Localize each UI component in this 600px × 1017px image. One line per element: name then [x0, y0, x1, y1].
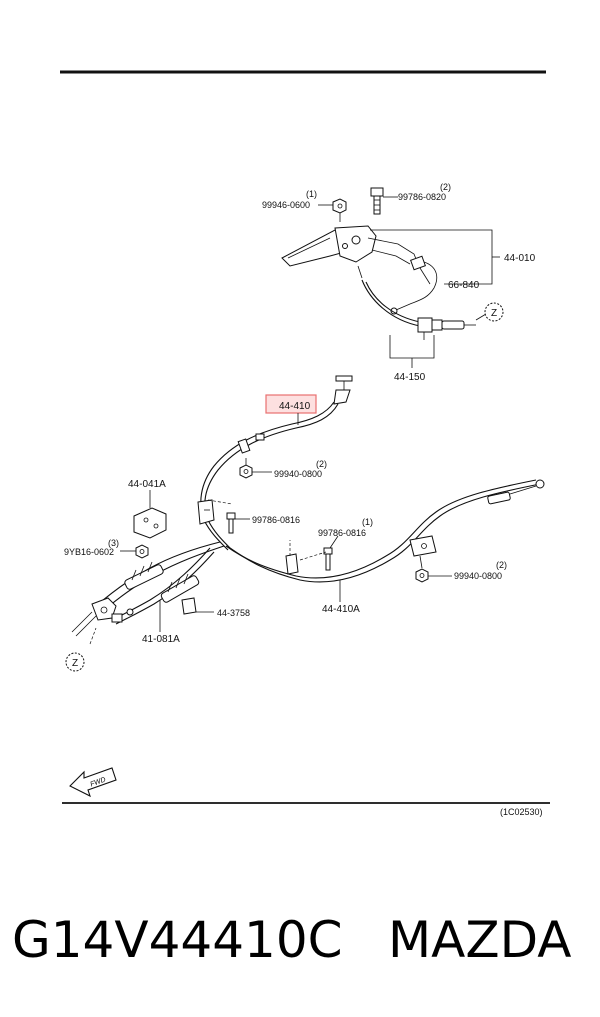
front-cable-44-410 [200, 375, 353, 551]
zone-z-marker-top: Z [484, 302, 504, 322]
leaders-lower [159, 535, 452, 632]
part-number: G14V44410C [12, 911, 343, 969]
svg-text:44-010: 44-010 [504, 253, 536, 264]
nut-9yb16 [120, 544, 149, 559]
svg-text:(2): (2) [496, 560, 507, 570]
brand-name: MAZDA [388, 911, 571, 969]
highlight-44-410: 44-410 [265, 394, 317, 425]
brake-lever-assembly [281, 187, 476, 340]
nut-99940-upper [239, 458, 272, 479]
svg-text:44-041A: 44-041A [128, 479, 166, 490]
svg-text:44-410: 44-410 [279, 401, 311, 412]
svg-text:44-3758: 44-3758 [217, 608, 250, 618]
leaders-top [318, 196, 500, 368]
svg-text:41-081A: 41-081A [142, 634, 180, 645]
dashed-guides [89, 499, 327, 645]
part-labels: (1) 99946-0600 (2) 99786-0820 44-010 66-… [64, 182, 536, 645]
svg-text:99786-0820: 99786-0820 [398, 192, 446, 202]
svg-text:(3): (3) [108, 538, 119, 548]
svg-text:Z: Z [72, 658, 78, 669]
svg-text:99786-0816: 99786-0816 [252, 515, 300, 525]
svg-text:(1): (1) [362, 517, 373, 527]
svg-text:99940-0800: 99940-0800 [454, 571, 502, 581]
rear-cables [71, 479, 545, 637]
svg-text:44-410A: 44-410A [322, 604, 360, 615]
svg-text:66-840: 66-840 [448, 280, 480, 291]
svg-text:99946-0600: 99946-0600 [262, 200, 310, 210]
svg-text:(1): (1) [306, 189, 317, 199]
svg-text:99786-0816: 99786-0816 [318, 528, 366, 538]
svg-text:9YB16-0602: 9YB16-0602 [64, 547, 114, 557]
svg-text:Z: Z [491, 308, 497, 319]
svg-text:99940-0800: 99940-0800 [274, 469, 322, 479]
svg-text:(2): (2) [440, 182, 451, 192]
svg-text:44-150: 44-150 [394, 372, 426, 383]
svg-text:(2): (2) [316, 459, 327, 469]
diagram-id: (1C02530) [500, 807, 543, 817]
fwd-arrow-icon: FWD [69, 767, 117, 798]
zone-z-marker-left: Z [65, 652, 85, 672]
part-44-041A [133, 490, 167, 539]
